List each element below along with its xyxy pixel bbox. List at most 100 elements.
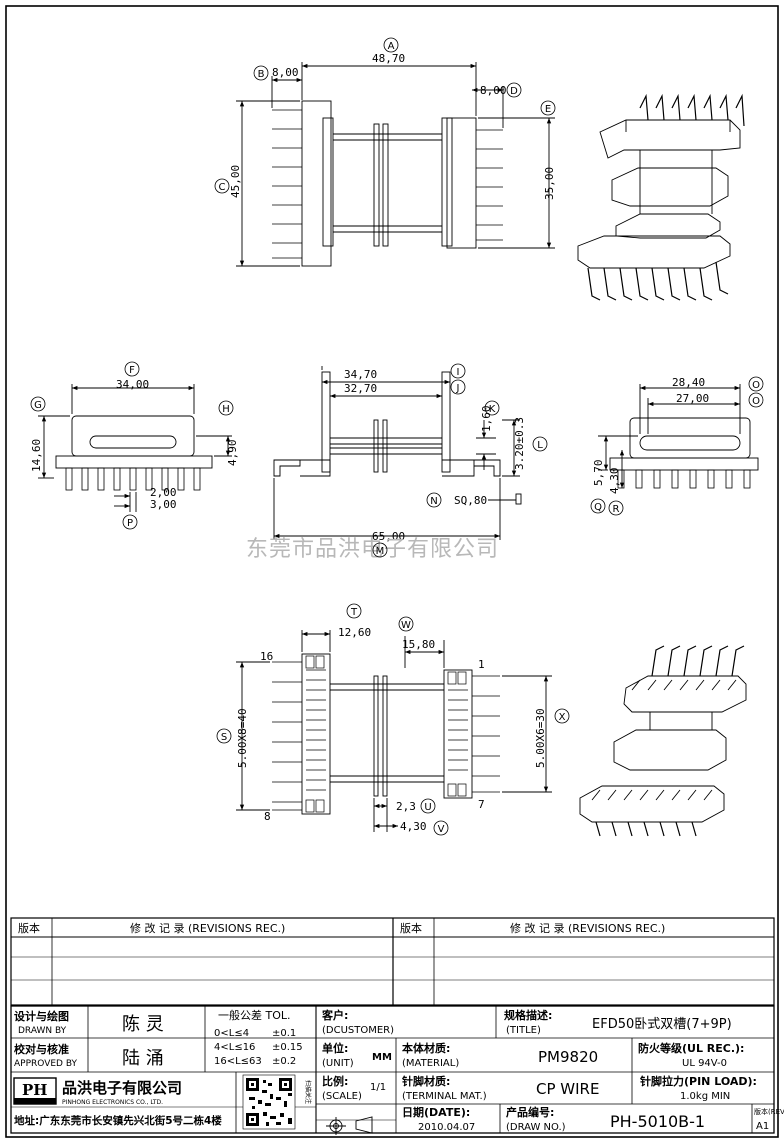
terminal-value: CP WIRE <box>536 1080 599 1098</box>
iso-view-top <box>577 93 745 301</box>
iso-view-bottom <box>579 645 747 837</box>
rev-value: A1 <box>756 1121 769 1132</box>
dim-bot-w: 15,80 <box>402 638 435 651</box>
unit-label: 单位: <box>322 1041 348 1055</box>
callout-p: P <box>127 518 133 529</box>
dim-mid-h: 4,90 <box>226 440 239 467</box>
ul-value: UL 94V-0 <box>682 1058 727 1069</box>
design-label-en: DRAWN BY <box>18 1026 67 1036</box>
material-label: 本体材质: <box>402 1041 450 1055</box>
tol-value-1: ±0.1 <box>272 1028 296 1039</box>
company-english-name: PINHONG ELECTRONICS CO., LTD. <box>62 1099 163 1106</box>
date-label: 日期(DATE): <box>402 1105 470 1119</box>
unit-value: MM <box>372 1052 392 1063</box>
callout-s: S <box>221 732 227 743</box>
pin-load-value: 1.0kg MIN <box>680 1091 730 1102</box>
callout-f: F <box>129 365 135 376</box>
dim-top-e: 35,00 <box>543 167 556 200</box>
rev-col-records-2: 修 改 记 录 (REVISIONS REC.) <box>510 921 665 935</box>
customer-label: 客户: <box>321 1008 348 1022</box>
dim-rt-r: 4,30 <box>608 468 621 495</box>
dim-ctr-k: 1,60 <box>480 406 493 433</box>
check-label: 校对与核准 <box>14 1042 69 1056</box>
product-label-en: (DRAW NO.) <box>506 1122 566 1133</box>
top-view <box>236 62 555 267</box>
date-value: 2010.04.07 <box>418 1122 475 1133</box>
rev-col-version: 版本 <box>18 921 40 935</box>
callout-x: X <box>559 712 566 723</box>
rev-col-records: 修 改 记 录 (REVISIONS REC.) <box>130 921 285 935</box>
callout-b: B <box>258 69 265 80</box>
front-view <box>273 366 522 540</box>
product-number: PH-5010B-1 <box>610 1112 705 1131</box>
sheet-border <box>5 5 779 1138</box>
dim-rt-2: 27,00 <box>676 392 709 405</box>
callout-a: A <box>388 41 395 52</box>
company-name: 品洪电子有限公司 <box>62 1079 182 1097</box>
scale-label: 比例: <box>322 1074 348 1088</box>
callout-t: T <box>350 607 358 618</box>
side-view-left <box>38 384 232 512</box>
callout-n: N <box>430 496 437 507</box>
callout-u: U <box>424 802 431 813</box>
dim-mid-f: 34,00 <box>116 378 149 391</box>
company-logo: PH <box>13 1077 57 1105</box>
checker-name: 陆 涌 <box>122 1048 164 1069</box>
company-address: 地址:广东东莞市长安镇先兴北街5号二栋4楼 <box>14 1114 222 1127</box>
rev-col-version-2: 版本 <box>400 921 422 935</box>
callouts <box>30 37 764 836</box>
dim-bot-x: 5.00X6=30 <box>534 708 547 768</box>
watermark: 东莞市品洪电子有限公司 <box>246 537 499 562</box>
rev-label: 版本(REV): <box>754 1107 784 1116</box>
dim-bot-t: 12,60 <box>338 626 371 639</box>
tol-range-1: 0<L≤4 <box>214 1028 249 1039</box>
dim-bot-v: 4,30 <box>400 820 427 833</box>
terminal-label-en: (TERMINAL MAT.) <box>402 1091 487 1102</box>
callout-i: I <box>457 367 460 378</box>
designer-name: 陈 灵 <box>122 1014 164 1035</box>
title-label-en: (TITLE) <box>506 1025 541 1036</box>
dim-ctr-j: 32,70 <box>344 382 377 395</box>
projection-symbol-icon <box>326 1116 373 1135</box>
callout-r: R <box>613 504 620 515</box>
pin-load-label: 针脚拉力(PIN LOAD): <box>640 1074 757 1088</box>
callout-v: V <box>438 824 445 835</box>
qr-caption: 扫描关注 <box>304 1080 312 1104</box>
dim-bot-u: 2,3 <box>396 800 416 813</box>
product-label: 产品编号: <box>506 1105 554 1119</box>
qr-code <box>242 1074 296 1130</box>
callout-k: K <box>489 404 496 415</box>
customer-label-en: (DCUSTOMER) <box>322 1025 394 1036</box>
title-block-grid <box>10 1005 775 1134</box>
side-view-right <box>598 384 759 489</box>
dim-rt-q: 5,70 <box>592 460 605 487</box>
scale-value: 1/1 <box>370 1082 386 1093</box>
tol-title: 一般公差 TOL. <box>218 1008 291 1022</box>
tol-value-3: ±0.2 <box>272 1056 296 1067</box>
ul-label: 防火等级(UL REC.): <box>638 1041 744 1055</box>
product-title: EFD50卧式双槽(7+9P) <box>592 1017 732 1032</box>
dim-top-b: 8,00 <box>272 66 299 79</box>
svg-text:PH: PH <box>22 1081 47 1099</box>
bottom-view <box>236 630 552 832</box>
dim-ctr-n: SQ,80 <box>454 494 487 507</box>
tol-range-2: 4<L≤16 <box>214 1042 255 1053</box>
scale-label-en: (SCALE) <box>322 1091 362 1102</box>
callout-e: E <box>545 104 551 115</box>
terminal-label: 针脚材质: <box>402 1074 450 1088</box>
pin-label-8: 8 <box>264 810 271 823</box>
dim-top-d: 8,00 <box>480 84 507 97</box>
callout-h: H <box>222 404 230 415</box>
callout-q: Q <box>594 502 602 513</box>
check-label-en: APPROVED BY <box>14 1059 78 1069</box>
tol-range-3: 16<L≤63 <box>214 1056 262 1067</box>
dim-ctr-m: 65,00 <box>372 530 405 543</box>
callout-l: L <box>537 440 543 451</box>
material-value: PM9820 <box>538 1048 598 1066</box>
callout-w: W <box>401 620 411 631</box>
dim-ctr-i: 34,70 <box>344 368 377 381</box>
material-label-en: (MATERIAL) <box>402 1058 459 1069</box>
callout-g: G <box>34 400 42 411</box>
dim-top-c: 45,00 <box>229 165 242 198</box>
